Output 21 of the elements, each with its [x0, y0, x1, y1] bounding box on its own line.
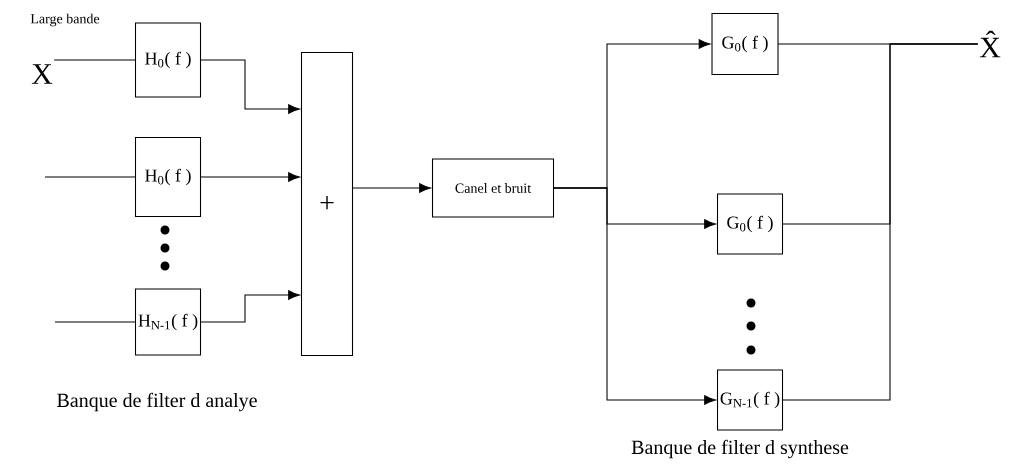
- connector: [781, 43, 979, 401]
- connector: [44, 176, 137, 178]
- output-symbol: X̂: [979, 30, 1001, 58]
- connector: [199, 172, 300, 182]
- filter-box: H$_{N-1}$( f ): [134, 288, 202, 356]
- connector: [552, 187, 716, 405]
- connector: [53, 59, 137, 61]
- adder-box: +: [300, 51, 354, 357]
- filter-box: H$_{0}$( f ): [134, 22, 202, 98]
- filter-box: G$_{0}$( f ): [711, 12, 779, 76]
- filter-box: H$_{0}$( f ): [134, 136, 202, 218]
- connector: [54, 321, 137, 323]
- connector: [351, 183, 431, 193]
- connector: [199, 290, 300, 323]
- input-label: Large bande: [30, 13, 100, 27]
- filter-box: G$_{N-1}$( f ): [716, 369, 784, 431]
- caption: Banque de filter d analye: [57, 392, 257, 412]
- process-box: Canel et bruit: [431, 158, 555, 218]
- input-symbol: X: [31, 64, 53, 84]
- connector: [199, 59, 300, 114]
- filter-box: G$_{0}$( f ): [716, 193, 784, 255]
